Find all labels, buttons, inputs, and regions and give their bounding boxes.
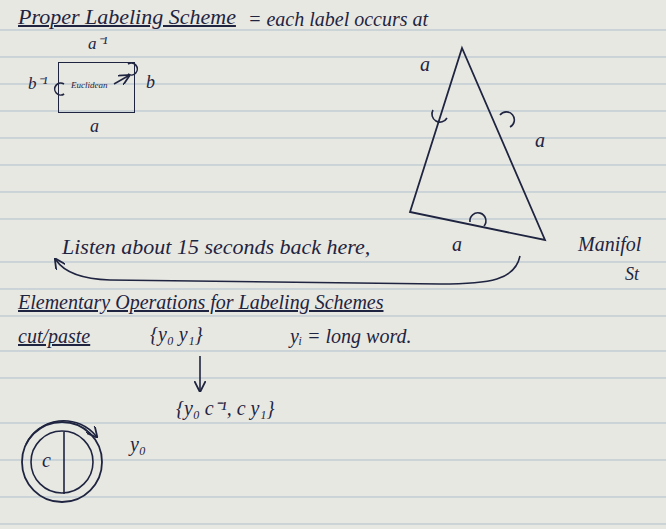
triangle [410,48,545,240]
edge-label: b⁻¹ [28,74,48,94]
edge-loop [432,110,447,122]
direction-arrow [114,76,128,84]
ruled-lines [0,30,666,524]
formula: y₀ [130,432,146,456]
outer-circle [22,422,102,502]
edge-loop [500,112,514,127]
page-heading: Proper Labeling Scheme [18,4,236,30]
formula: yᵢ = long word. [290,324,411,348]
edge-label: a [90,116,99,138]
note-text: St [625,264,639,286]
surface-note: Euclidean [71,80,108,91]
callback-arrow [56,256,520,284]
section-heading: Elementary Operations for Labeling Schem… [18,290,384,314]
note-text: Listen about 15 seconds back here, [62,234,370,260]
orientation-arrow [26,421,96,444]
formula: {y₀ y₁} [150,322,203,346]
formula: {y₀ c⁻¹, c y₁} [176,396,274,420]
edge-label: a [535,128,545,152]
circle-cut: c [20,420,104,504]
ink-drawing [26,48,545,444]
edge-loop [55,83,64,95]
subheading: cut/paste [18,324,90,348]
note-text: = each label occurs at [248,7,428,31]
cut-line [63,432,65,494]
down-arrow [199,356,201,390]
circle-outline [20,420,104,504]
edge-label: a [420,52,430,76]
edge-loop [470,213,486,226]
square-surface: Euclidean [58,62,135,113]
note-text: Manifol [578,232,641,256]
cut-label: c [42,448,51,472]
edge-loop [128,63,137,75]
edge-label: b [146,72,155,94]
edge-label: a [452,232,462,256]
edge-label: a⁻¹ [88,34,108,54]
inner-circle [31,431,93,493]
